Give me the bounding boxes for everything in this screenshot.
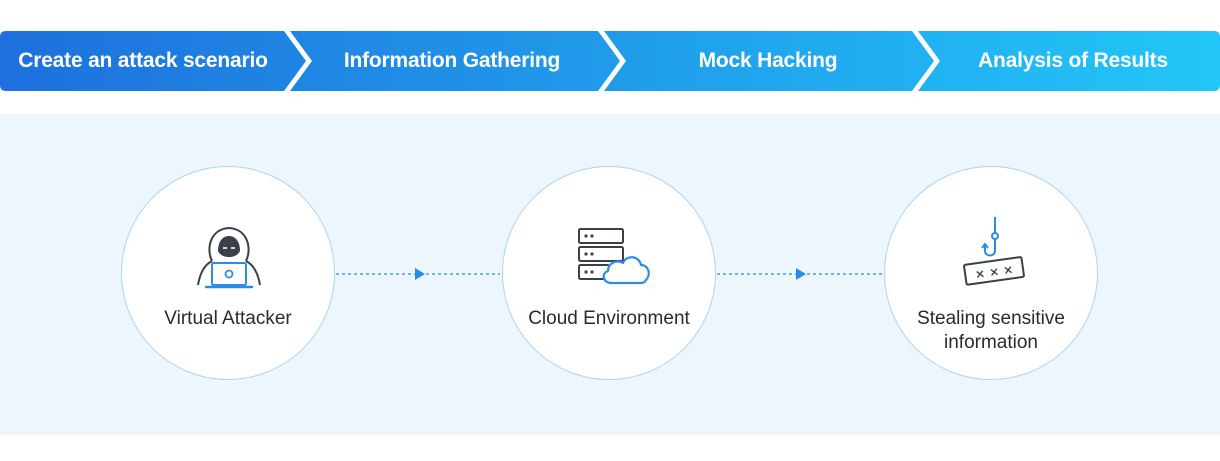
step-shape-4 bbox=[918, 31, 1220, 91]
step-shape-1 bbox=[0, 31, 306, 91]
hacker-laptop-icon bbox=[192, 219, 266, 296]
process-steps-bar: Create an attack scenario Information Ga… bbox=[0, 31, 1220, 91]
server-cloud-icon bbox=[575, 225, 655, 294]
step-shape-2 bbox=[290, 31, 620, 91]
phishing-hook-password-icon: × × × bbox=[959, 215, 1029, 296]
step-information-gathering: Information Gathering bbox=[343, 49, 561, 72]
step-analysis-of-results: Analysis of Results bbox=[978, 49, 1168, 72]
node-virtual-attacker: Virtual Attacker bbox=[121, 166, 335, 380]
node-label-stealing-line2: information bbox=[944, 332, 1038, 353]
node-stealing-information: × × × Stealing sensitive information bbox=[884, 166, 1098, 380]
step-shape-3 bbox=[604, 31, 934, 91]
step-mock-hacking: Mock Hacking bbox=[698, 49, 838, 72]
steps-background bbox=[0, 31, 1220, 91]
node-label-stealing-line1: Stealing sensitive bbox=[917, 308, 1065, 329]
step-create-attack-scenario: Create an attack scenario bbox=[18, 49, 268, 72]
node-label-cloud-environment: Cloud Environment bbox=[528, 308, 690, 329]
connector-arrow-1 bbox=[336, 268, 500, 280]
flow-panel: Virtual Attacker Cloud Environment bbox=[0, 114, 1220, 435]
node-label-virtual-attacker: Virtual Attacker bbox=[164, 308, 292, 329]
connector-arrow-2 bbox=[717, 268, 883, 280]
node-cloud-environment: Cloud Environment bbox=[502, 166, 716, 380]
password-mask: × × × bbox=[974, 262, 1014, 281]
